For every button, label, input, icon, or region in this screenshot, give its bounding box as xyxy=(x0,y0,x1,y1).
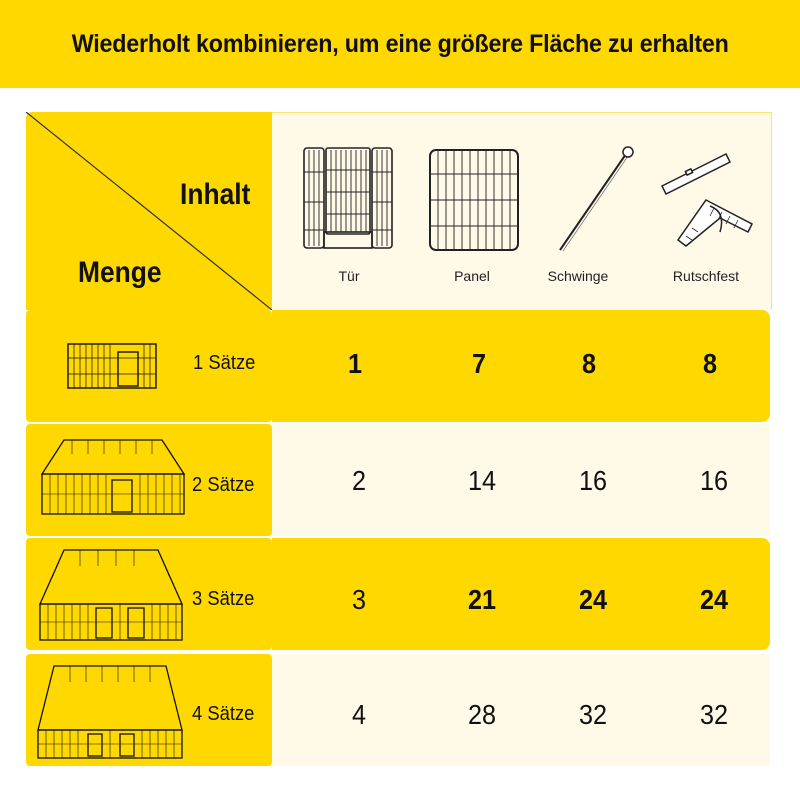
panel-icon xyxy=(429,149,519,251)
column-label-swing: Schwinge xyxy=(547,268,609,284)
value-door: 1 xyxy=(347,348,363,379)
pen-4-set-icon xyxy=(37,665,183,759)
page-title: Wiederholt kombinieren, um eine größere … xyxy=(71,29,729,58)
row-label: 4 Sätze xyxy=(192,703,255,725)
value-swing: 32 xyxy=(578,699,608,730)
content-label: Inhalt xyxy=(180,178,251,211)
value-nonslip: 24 xyxy=(699,584,729,615)
value-panel: 28 xyxy=(467,699,497,730)
value-panel: 21 xyxy=(467,584,497,615)
row-values-cell xyxy=(272,424,770,536)
row-values-cell xyxy=(272,654,770,766)
pen-3-set-icon xyxy=(38,549,184,641)
column-label-nonslip: Rutschfest xyxy=(672,268,740,284)
pen-2-set-icon xyxy=(40,439,186,515)
value-nonslip: 16 xyxy=(699,465,729,496)
row-label-cell xyxy=(26,538,272,650)
value-nonslip: 8 xyxy=(702,348,718,379)
row-values-cell xyxy=(272,538,770,650)
door-panel-icon xyxy=(303,147,393,249)
row-label-cell xyxy=(26,310,272,422)
header-diagonal-divider xyxy=(26,112,272,310)
value-swing: 8 xyxy=(581,348,597,379)
row-label-cell xyxy=(26,424,272,536)
column-label-door: Tür xyxy=(338,268,360,284)
value-nonslip: 32 xyxy=(699,699,729,730)
pen-1-set-icon xyxy=(67,343,157,389)
value-panel: 14 xyxy=(467,465,497,496)
value-swing: 24 xyxy=(578,584,608,615)
row-values-cell xyxy=(272,310,770,422)
row-label: 3 Sätze xyxy=(192,588,255,610)
column-label-panel: Panel xyxy=(454,268,490,284)
quantity-label: Menge xyxy=(78,256,162,289)
row-label: 1 Sätze xyxy=(193,352,256,374)
value-panel: 7 xyxy=(471,348,487,379)
value-swing: 16 xyxy=(578,465,608,496)
non-slip-foot-icon xyxy=(660,152,754,247)
row-label: 2 Sätze xyxy=(192,474,255,496)
value-door: 3 xyxy=(351,584,367,615)
header-content-cell xyxy=(272,112,772,310)
title-banner: Wiederholt kombinieren, um eine größere … xyxy=(0,0,800,88)
row-label-cell xyxy=(26,654,272,766)
value-door: 2 xyxy=(351,465,367,496)
swing-rod-icon xyxy=(559,146,634,252)
value-door: 4 xyxy=(351,699,367,730)
